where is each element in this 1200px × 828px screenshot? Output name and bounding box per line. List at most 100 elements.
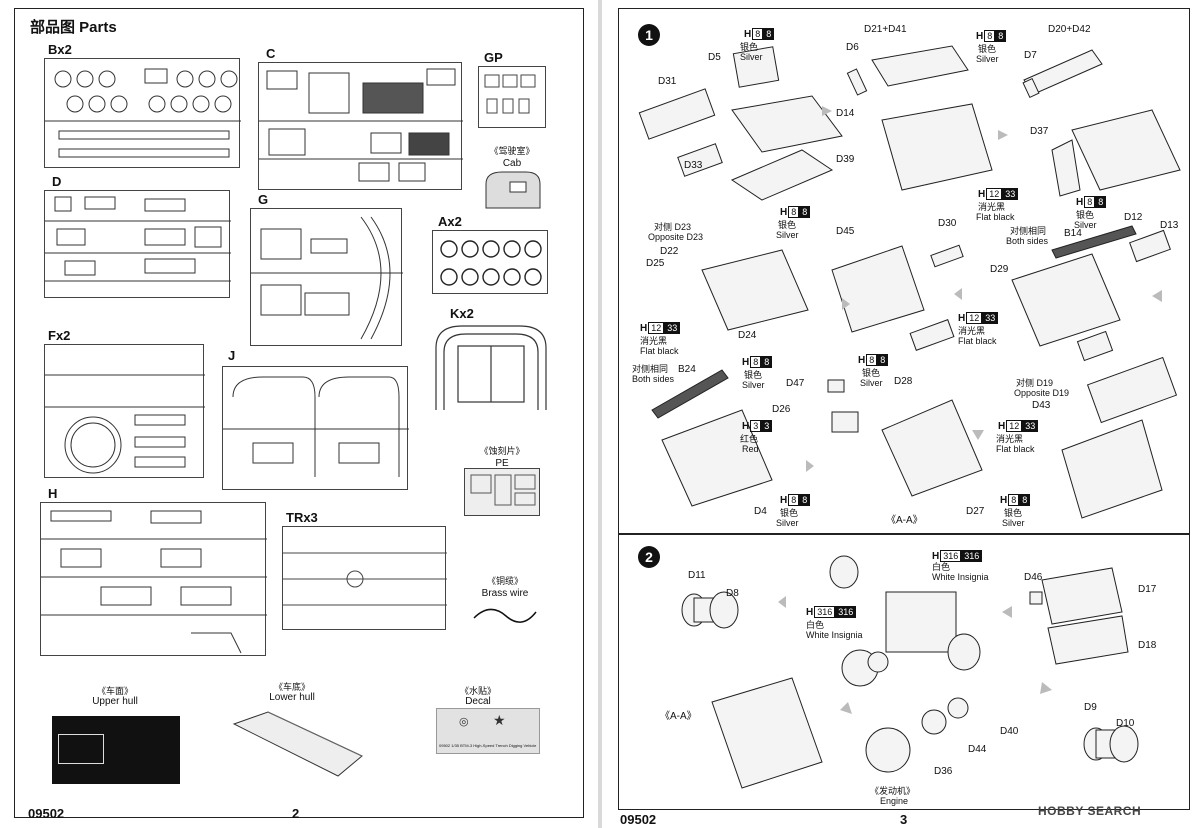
label-d27: D27 [966,506,985,517]
silver-code-box: 8 [866,354,878,366]
label-aa-1: 《A-A》 [886,515,923,526]
flat-black-cn-4: 消光黑 [996,434,1024,444]
h-mark: H [742,420,750,432]
silver-code-box: 8 [750,356,762,368]
label-d46: D46 [1024,572,1043,583]
engine-cn: 《发动机》 [870,786,916,796]
label-d40: D40 [1000,726,1019,737]
silver-en-4: Silver [1074,220,1097,230]
silver-cn-7: 银色 [780,508,799,518]
white-code-box: 316 [814,606,836,618]
pe-cn: 《蚀刻片》 [479,446,525,456]
label-d10: D10 [1116,718,1135,729]
left-page: 部品图 Parts Bx2 C [0,0,598,828]
h-mark: H [858,354,866,366]
cab-cn: 《驾驶室》 [489,146,535,156]
sprue-tr [282,526,447,630]
decal-cn: 《水贴》 [459,686,496,696]
sprue-k-label: Kx2 [450,306,474,321]
h-mark: H [742,356,750,368]
silver-code-black: 8 [1095,196,1107,208]
sprue-gp [478,66,546,128]
doc-code-left: 09502 [28,806,65,821]
sprue-tr-drawing [283,552,447,606]
sprue-g [250,208,403,346]
step-1-number: 1 [638,24,660,46]
silver-code-black: 8 [761,356,773,368]
pe-en: PE [495,458,509,469]
sprue-a [432,230,548,294]
flat-black-cn-3: 消光黑 [958,326,986,336]
white-cn-1: 白色 [932,562,951,572]
label-b24: B24 [678,364,696,375]
label-d20-d42: D20+D42 [1048,24,1091,35]
silver-code-black: 8 [799,206,811,218]
sprue-b [44,58,241,168]
white-code-black: 316 [835,606,857,618]
page-number-left: 2 [292,806,300,821]
flat-black-en-3: Flat black [958,336,997,346]
red-en: Red [742,444,759,454]
label-d18: D18 [1138,640,1157,651]
flat-black-code-black: 33 [664,322,681,334]
label-d4: D4 [754,506,767,517]
label-d28: D28 [894,376,913,387]
red-code-black: 3 [761,420,773,432]
silver-code-black: 8 [1019,494,1031,506]
decal-en: Decal [465,696,491,707]
sprue-k-drawing [435,325,547,410]
label-d47: D47 [786,378,805,389]
label-d37: D37 [1030,126,1049,137]
step-2-frame [618,534,1190,810]
silver-code-box: 8 [788,494,800,506]
pe-fret [464,468,540,516]
white-code-black: 316 [961,550,983,562]
flat-black-code-box: 12 [1006,420,1023,432]
upper-hull-image [52,716,180,784]
sprue-j-drawing [223,376,409,477]
h-mark: H [978,188,986,200]
flat-black-code-box: 12 [986,188,1003,200]
sprue-tr-label: TRx3 [286,510,318,525]
white-code-box: 316 [940,550,962,562]
upper-hull-en: Upper hull [92,696,138,707]
label-d29: D29 [990,264,1009,275]
silver-code-box: 8 [1008,494,1020,506]
step-2-drawing [681,555,1139,789]
label-d12: D12 [1124,212,1143,223]
brass-cn: 《铜缆》 [486,576,523,586]
label-d7: D7 [1024,50,1037,61]
lower-hull-en: Lower hull [269,692,315,703]
h-mark: H [806,606,814,618]
sprue-h [40,502,267,656]
h-mark: H [744,28,752,40]
watermark: HOBBY SEARCH [1038,804,1142,818]
sprue-gp-label: GP [484,50,503,65]
h-mark: H [998,420,1006,432]
brass-wire-drawing [473,608,537,623]
label-d9: D9 [1084,702,1097,713]
h-mark: H [1076,196,1084,208]
sprue-f-label: Fx2 [48,328,71,343]
sprue-b-label: Bx2 [48,42,72,57]
label-d43: D43 [1032,400,1051,411]
note-both-sides-en-2: Both sides [632,374,675,384]
h-mark: H [780,206,788,218]
sprue-b-drawing [45,68,241,158]
silver-code-black: 8 [799,494,811,506]
right-page: 1 2 [602,0,1200,828]
label-d39: D39 [836,154,855,165]
white-cn-2: 白色 [806,620,825,630]
silver-en-7: Silver [776,518,799,528]
sprue-f [44,344,205,478]
upper-hull-cn: 《车面》 [96,686,133,696]
sprue-gp-drawing [484,74,536,114]
left-page-frame [14,8,584,818]
upper-hull-hatch [58,734,104,764]
sprue-f-drawing [45,374,205,474]
